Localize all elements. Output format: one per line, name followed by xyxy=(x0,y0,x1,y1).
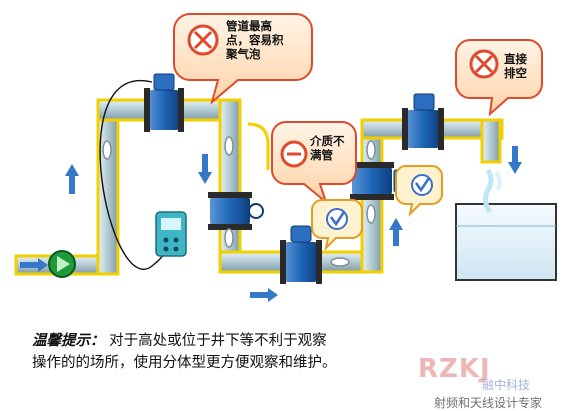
callout-not-full xyxy=(271,121,357,205)
watermark-logo-cn: 融中科技 xyxy=(482,378,531,392)
arrow-down-outlet-icon xyxy=(508,146,522,174)
flow-meter-vertical-left xyxy=(208,192,264,230)
check-bubble-bottom xyxy=(311,199,363,252)
callout-text-not-full: 介质不 满管 xyxy=(310,134,345,162)
tip-label: 温馨提示： xyxy=(32,333,105,349)
arrow-up-right-icon xyxy=(389,218,403,246)
flow-meter-bottom xyxy=(280,225,322,284)
callout-text-direct-drain: 直接 排空 xyxy=(504,52,527,80)
tip-line-2: 操作的的场所，使用分体型更方便观察和维护。 xyxy=(32,355,337,371)
flow-meter-top xyxy=(144,73,184,132)
drain-tank xyxy=(455,168,557,281)
pipe-markers xyxy=(102,136,376,267)
watermark-logo: RZKJ xyxy=(418,354,491,384)
callout-direct-drain xyxy=(455,39,543,117)
arrow-inlet-icon xyxy=(20,258,48,272)
callout-highest-point xyxy=(173,13,313,105)
arrow-down-mid-icon xyxy=(198,154,212,184)
watermark-subtitle: 射频和天线设计专家 xyxy=(434,396,543,410)
pump-icon xyxy=(48,250,76,278)
flow-meter-outlet xyxy=(402,93,444,150)
arrow-up-left-icon xyxy=(65,164,79,194)
converter-unit xyxy=(155,211,187,257)
arrow-right-bottom-icon xyxy=(250,288,278,302)
tip-line-1: 对于高处或位于井下等不利于观察 xyxy=(109,333,327,349)
callout-text-highest-point: 管道最高 点，容易积 聚气泡 xyxy=(226,19,284,61)
tip-note: 温馨提示： 对于高处或位于井下等不利于观察 操作的的场所，使用分体型更方便观察和… xyxy=(32,330,532,374)
check-bubble-right xyxy=(395,165,443,218)
